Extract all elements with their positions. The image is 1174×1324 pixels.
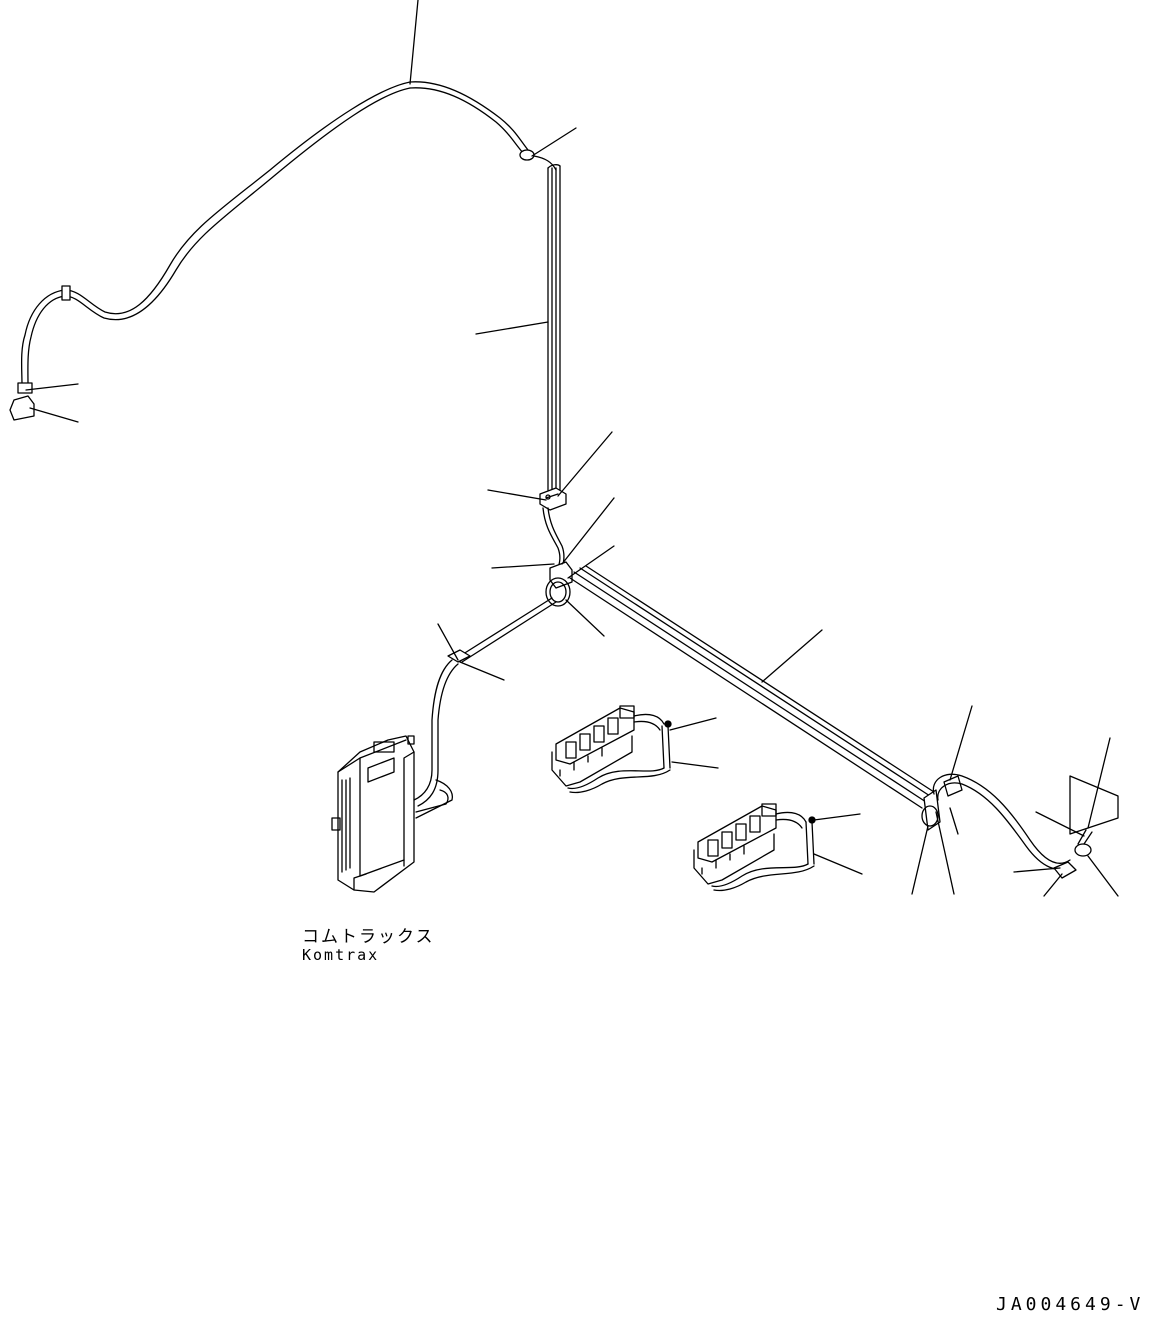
clip-top bbox=[520, 150, 556, 170]
antenna-cable bbox=[22, 82, 528, 385]
mounting-plate bbox=[1070, 776, 1118, 834]
valve-block-1 bbox=[552, 706, 671, 793]
komtrax-controller bbox=[332, 736, 414, 892]
valve-block-2 bbox=[694, 804, 815, 891]
junction-clamp bbox=[546, 562, 572, 606]
right-cable bbox=[933, 774, 1092, 878]
antenna-connector bbox=[10, 286, 70, 420]
drawing-number: JA004649-V bbox=[996, 1294, 1145, 1315]
right-clamp bbox=[922, 776, 962, 830]
komtrax-cable-clip bbox=[448, 650, 470, 662]
diagonal-duct bbox=[570, 566, 934, 808]
leader-lines bbox=[26, 0, 1118, 896]
komtrax-label-english: Komtrax bbox=[302, 946, 380, 964]
junction-cable bbox=[543, 508, 564, 568]
komtrax-cable bbox=[414, 598, 556, 818]
vertical-duct bbox=[548, 165, 560, 490]
komtrax-label-japanese: コムトラックス bbox=[302, 927, 435, 947]
